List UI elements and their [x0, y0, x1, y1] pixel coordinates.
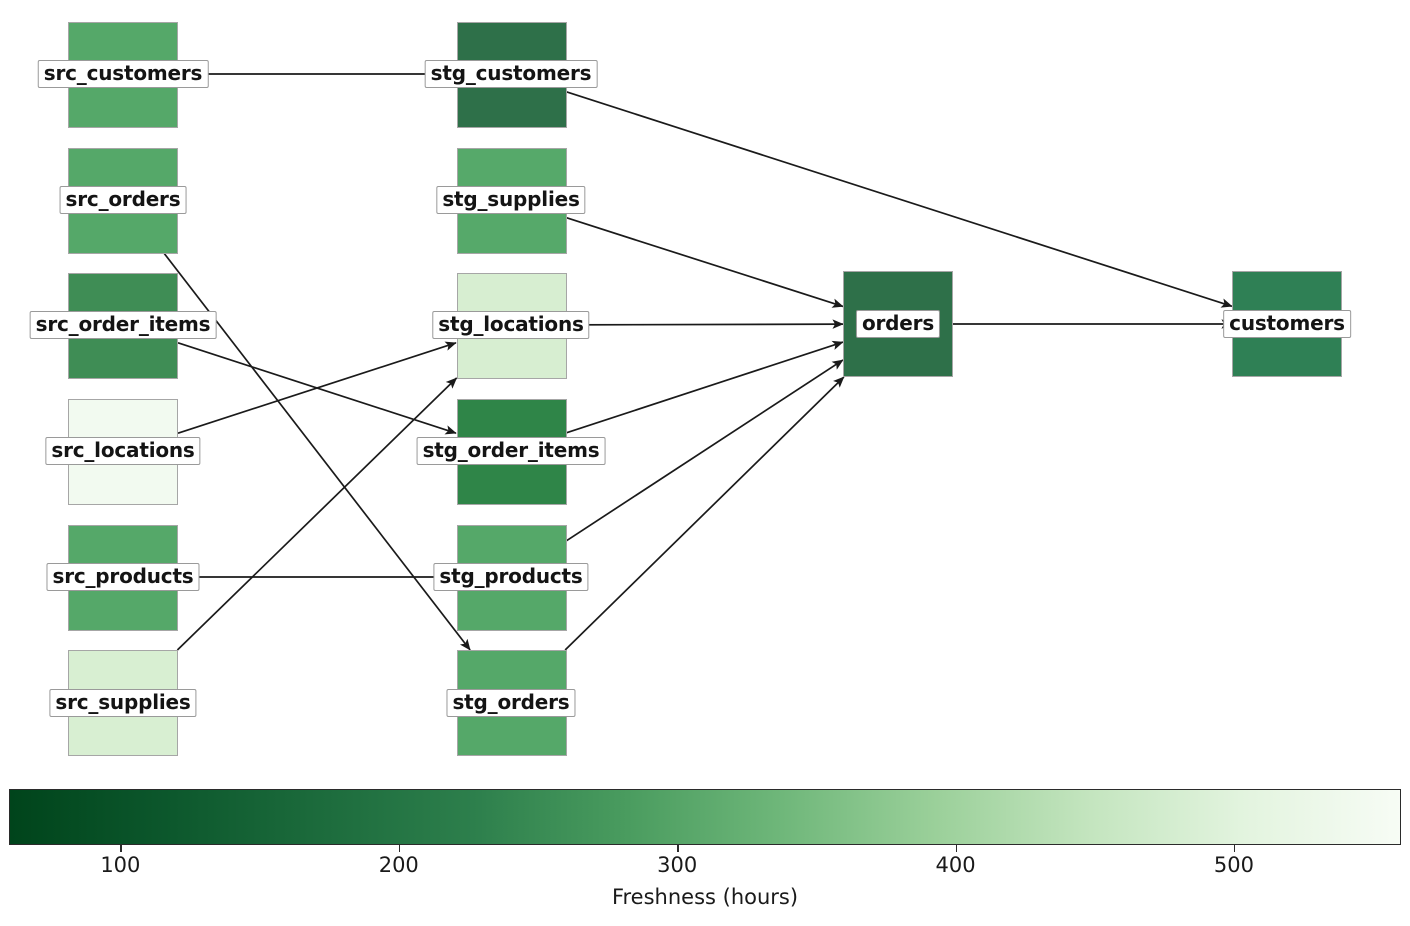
edge-stg_locations-to-orders — [565, 319, 844, 329]
colorbar-tick — [1233, 845, 1236, 852]
colorbar-tick-label: 100 — [100, 853, 141, 877]
edge-src_locations-to-stg_locations — [177, 341, 457, 434]
colorbar-axis-label: Freshness (hours) — [611, 885, 799, 909]
node-label-stg-locations[interactable]: stg_locations — [432, 311, 590, 339]
node-label-stg-customers[interactable]: stg_customers — [424, 60, 598, 88]
node-label-src-locations[interactable]: src_locations — [45, 437, 201, 465]
colorbar-tick — [955, 845, 957, 852]
edge-stg_orders-to-orders — [564, 376, 845, 651]
colorbar-tick — [120, 845, 122, 852]
node-label-customers[interactable]: customers — [1223, 310, 1351, 338]
node-label-src-products[interactable]: src_products — [46, 563, 200, 591]
node-label-stg-products[interactable]: stg_products — [433, 563, 589, 591]
node-label-stg-orders[interactable]: stg_orders — [446, 689, 576, 717]
colorbar-gradient — [9, 789, 1401, 845]
node-label-src-supplies[interactable]: src_supplies — [49, 689, 197, 717]
edge-src_order_items-to-stg_order_items — [177, 342, 457, 435]
edge-stg_products-to-orders — [565, 359, 844, 542]
colorbar: 100 200 300 400 500 — [9, 789, 1401, 877]
colorbar-tick-label: 400 — [935, 853, 976, 877]
node-label-src-orders[interactable]: src_orders — [59, 186, 187, 214]
colorbar-tick-label: 500 — [1213, 853, 1254, 877]
colorbar-tick-label: 200 — [378, 853, 419, 877]
node-label-src-order-items[interactable]: src_order_items — [29, 311, 217, 339]
node-label-stg-order-items[interactable]: stg_order_items — [416, 437, 606, 465]
edges-group — [163, 73, 1233, 651]
node-label-orders[interactable]: orders — [855, 310, 941, 338]
node-label-src-customers[interactable]: src_customers — [37, 60, 209, 88]
node-label-stg-supplies[interactable]: stg_supplies — [436, 186, 586, 214]
edge-stg_order_items-to-orders — [565, 340, 844, 434]
colorbar-tick-label: 300 — [657, 853, 698, 877]
edge-src_supplies-to-stg_locations — [176, 377, 458, 651]
edge-stg_supplies-to-orders — [565, 216, 844, 308]
colorbar-tick — [677, 845, 679, 852]
colorbar-tick — [398, 845, 401, 852]
